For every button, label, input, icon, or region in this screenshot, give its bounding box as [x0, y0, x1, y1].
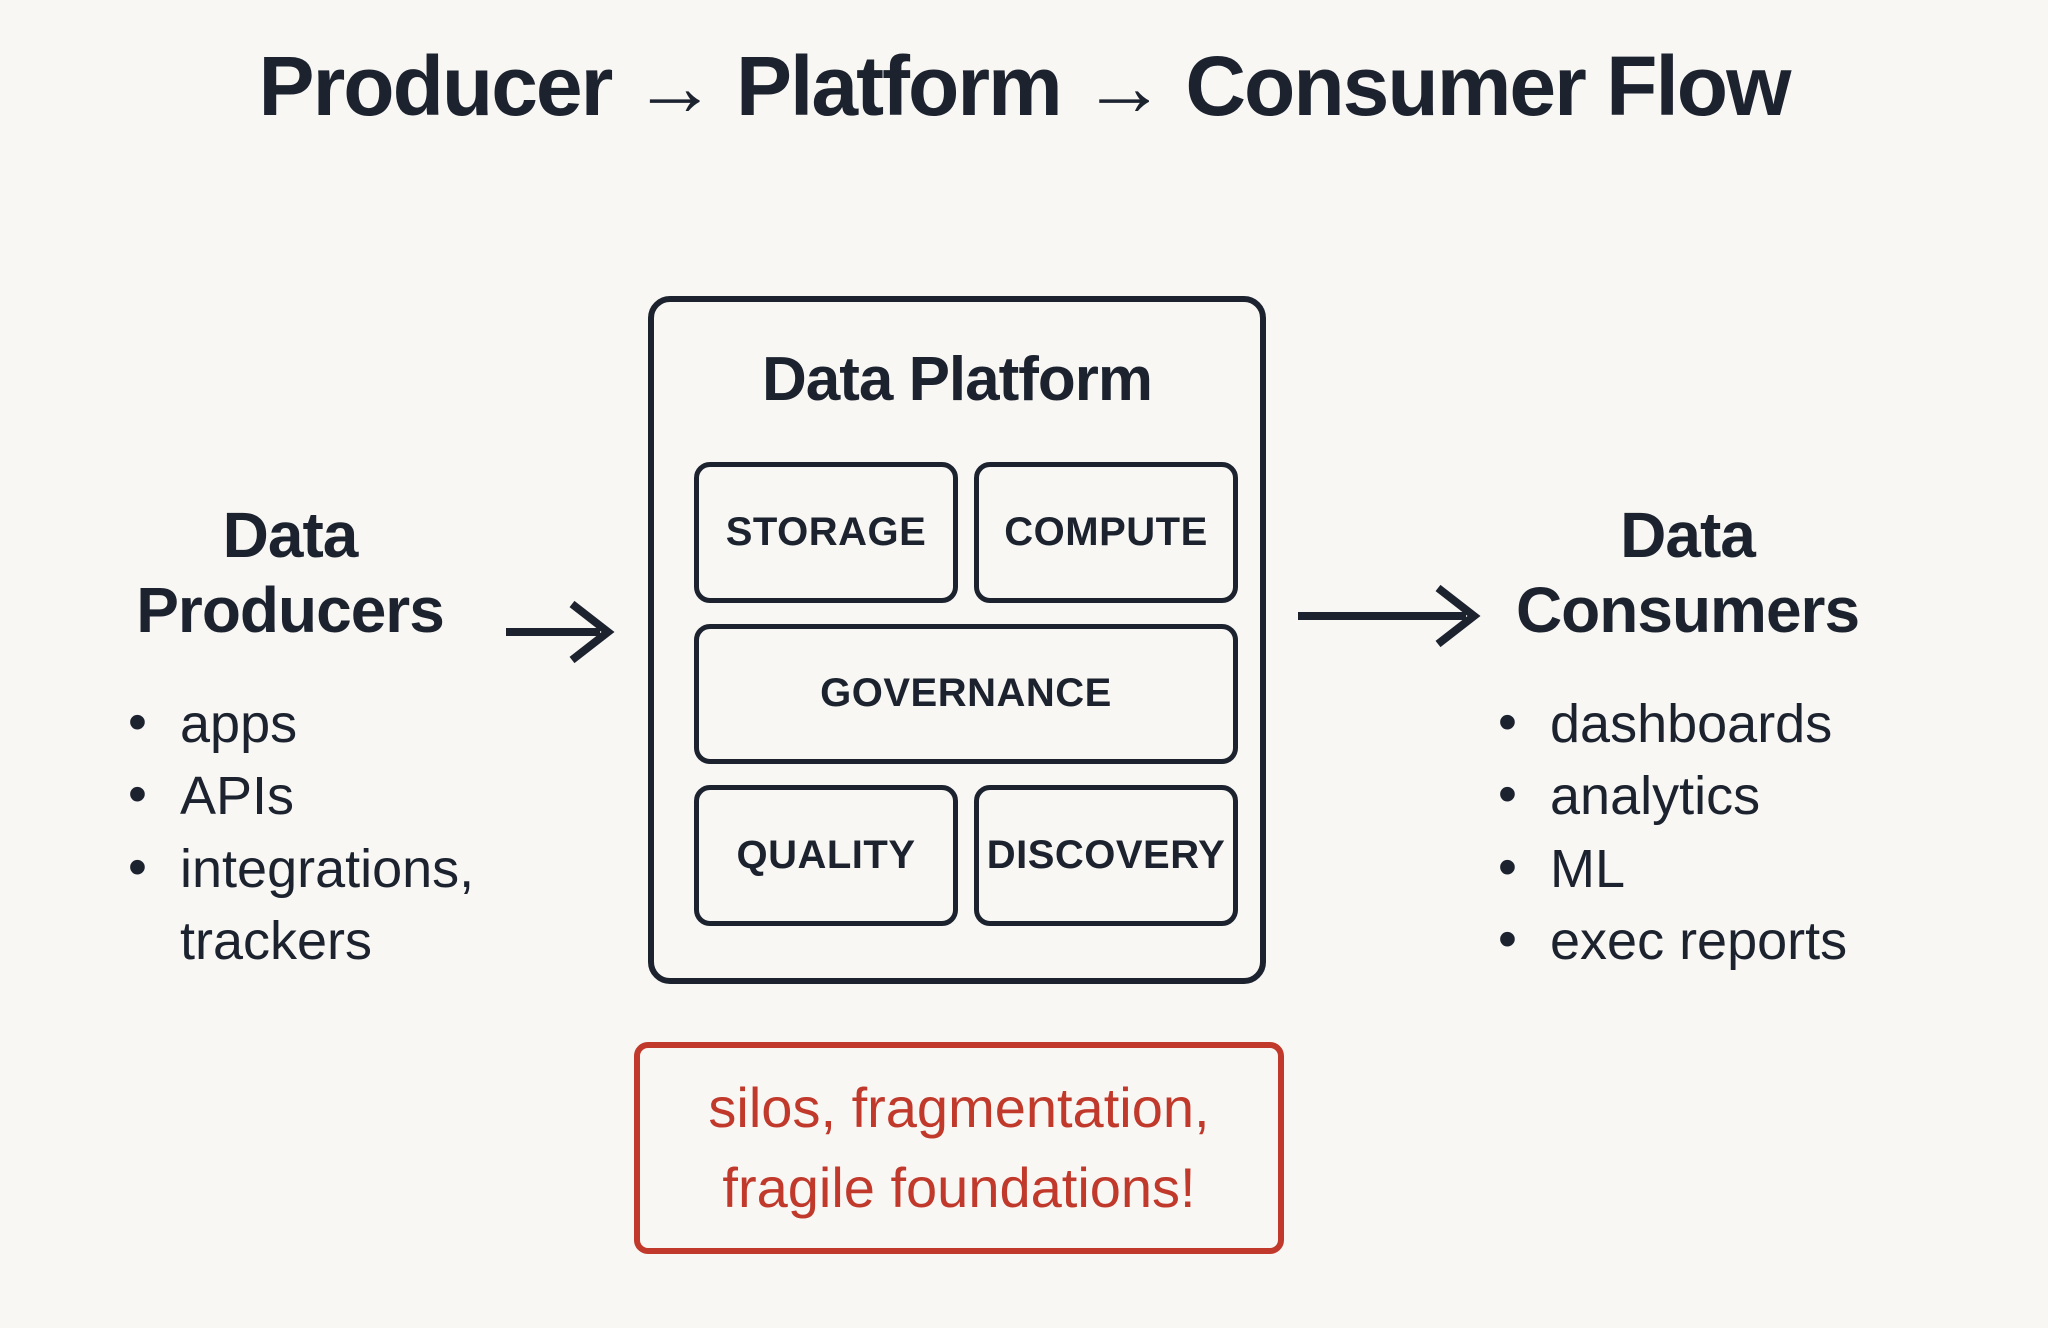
module-storage: STORAGE: [694, 462, 958, 603]
consumers-heading-line1: Data: [1620, 499, 1756, 571]
list-item: • ML: [1498, 833, 1938, 905]
bullet-dot: •: [1498, 692, 1517, 752]
list-item: • APIs: [128, 760, 528, 832]
module-governance: GOVERNANCE: [694, 623, 1238, 765]
list-item: • integrations, trackers: [128, 833, 552, 978]
module-discovery: DISCOVERY: [974, 785, 1238, 926]
diagram-title: Producer → Platform → Consumer Flow: [258, 39, 1792, 133]
producers-heading: Data Producers: [95, 498, 485, 648]
bullet-dot: •: [1498, 836, 1517, 897]
list-item: • exec reports: [1498, 905, 1938, 977]
consumers-heading-line2: Consumers: [1515, 573, 1860, 646]
producers-list: • apps • APIs • integrations, trackers: [128, 688, 528, 977]
consumers-heading: Data Consumers: [1490, 498, 1885, 648]
bullet-dot: •: [128, 764, 147, 825]
consumers-list: • dashboards • analytics • ML • exec rep…: [1498, 688, 1938, 977]
warning-box: silos, fragmentation, fragile foundation…: [634, 1042, 1284, 1254]
platform-module-grid: STORAGE COMPUTE GOVERNANCE QUALITY DISCO…: [694, 462, 1238, 926]
warning-line2: fragile foundations!: [722, 1156, 1196, 1219]
consumer-item-label: exec reports: [1550, 911, 1848, 972]
bullet-dot: •: [1498, 909, 1517, 970]
data-platform-box: Data Platform STORAGE COMPUTE GOVERNANCE…: [648, 296, 1266, 984]
warning-line1: silos, fragmentation,: [708, 1076, 1210, 1140]
arrow-platform-to-consumers-icon: [1298, 584, 1481, 648]
bullet-dot: •: [128, 836, 147, 897]
arrow-producers-to-platform-icon: [506, 600, 615, 664]
consumer-item-label: dashboards: [1550, 694, 1833, 754]
module-compute: COMPUTE: [974, 462, 1238, 603]
producer-item-label: integrations, trackers: [180, 838, 475, 972]
bullet-dot: •: [1498, 764, 1517, 825]
producer-item-label: apps: [180, 694, 298, 754]
bullet-dot: •: [128, 692, 147, 752]
list-item: • apps: [128, 688, 528, 760]
producer-item-label: APIs: [180, 766, 295, 827]
producers-heading-line2: Producers: [136, 573, 445, 646]
list-item: • analytics: [1498, 760, 1938, 832]
platform-title: Data Platform: [761, 345, 1153, 414]
module-quality: QUALITY: [694, 785, 958, 926]
list-item: • dashboards: [1498, 688, 1938, 760]
consumer-item-label: ML: [1550, 838, 1626, 899]
producers-heading-line1: Data: [222, 499, 359, 571]
consumer-item-label: analytics: [1550, 766, 1761, 827]
